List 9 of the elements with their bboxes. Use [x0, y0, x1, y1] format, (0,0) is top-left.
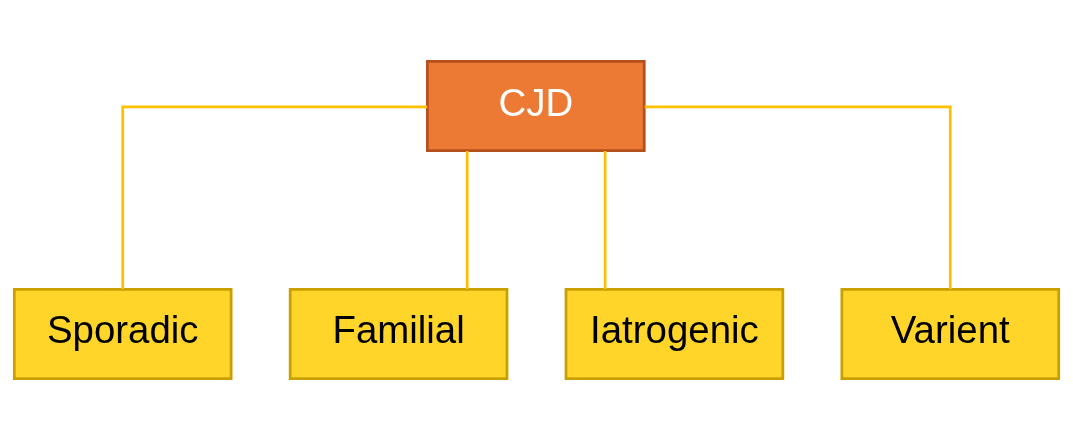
node-box: CJD: [426, 60, 646, 153]
connector: [465, 151, 469, 289]
node-box: Familial: [288, 287, 509, 380]
node-box: Sporadic: [12, 287, 233, 380]
node-box: Iatrogenic: [564, 287, 785, 380]
connector: [644, 105, 952, 290]
connector: [121, 105, 428, 290]
node-box: Varient: [840, 287, 1061, 380]
connector: [603, 151, 607, 289]
